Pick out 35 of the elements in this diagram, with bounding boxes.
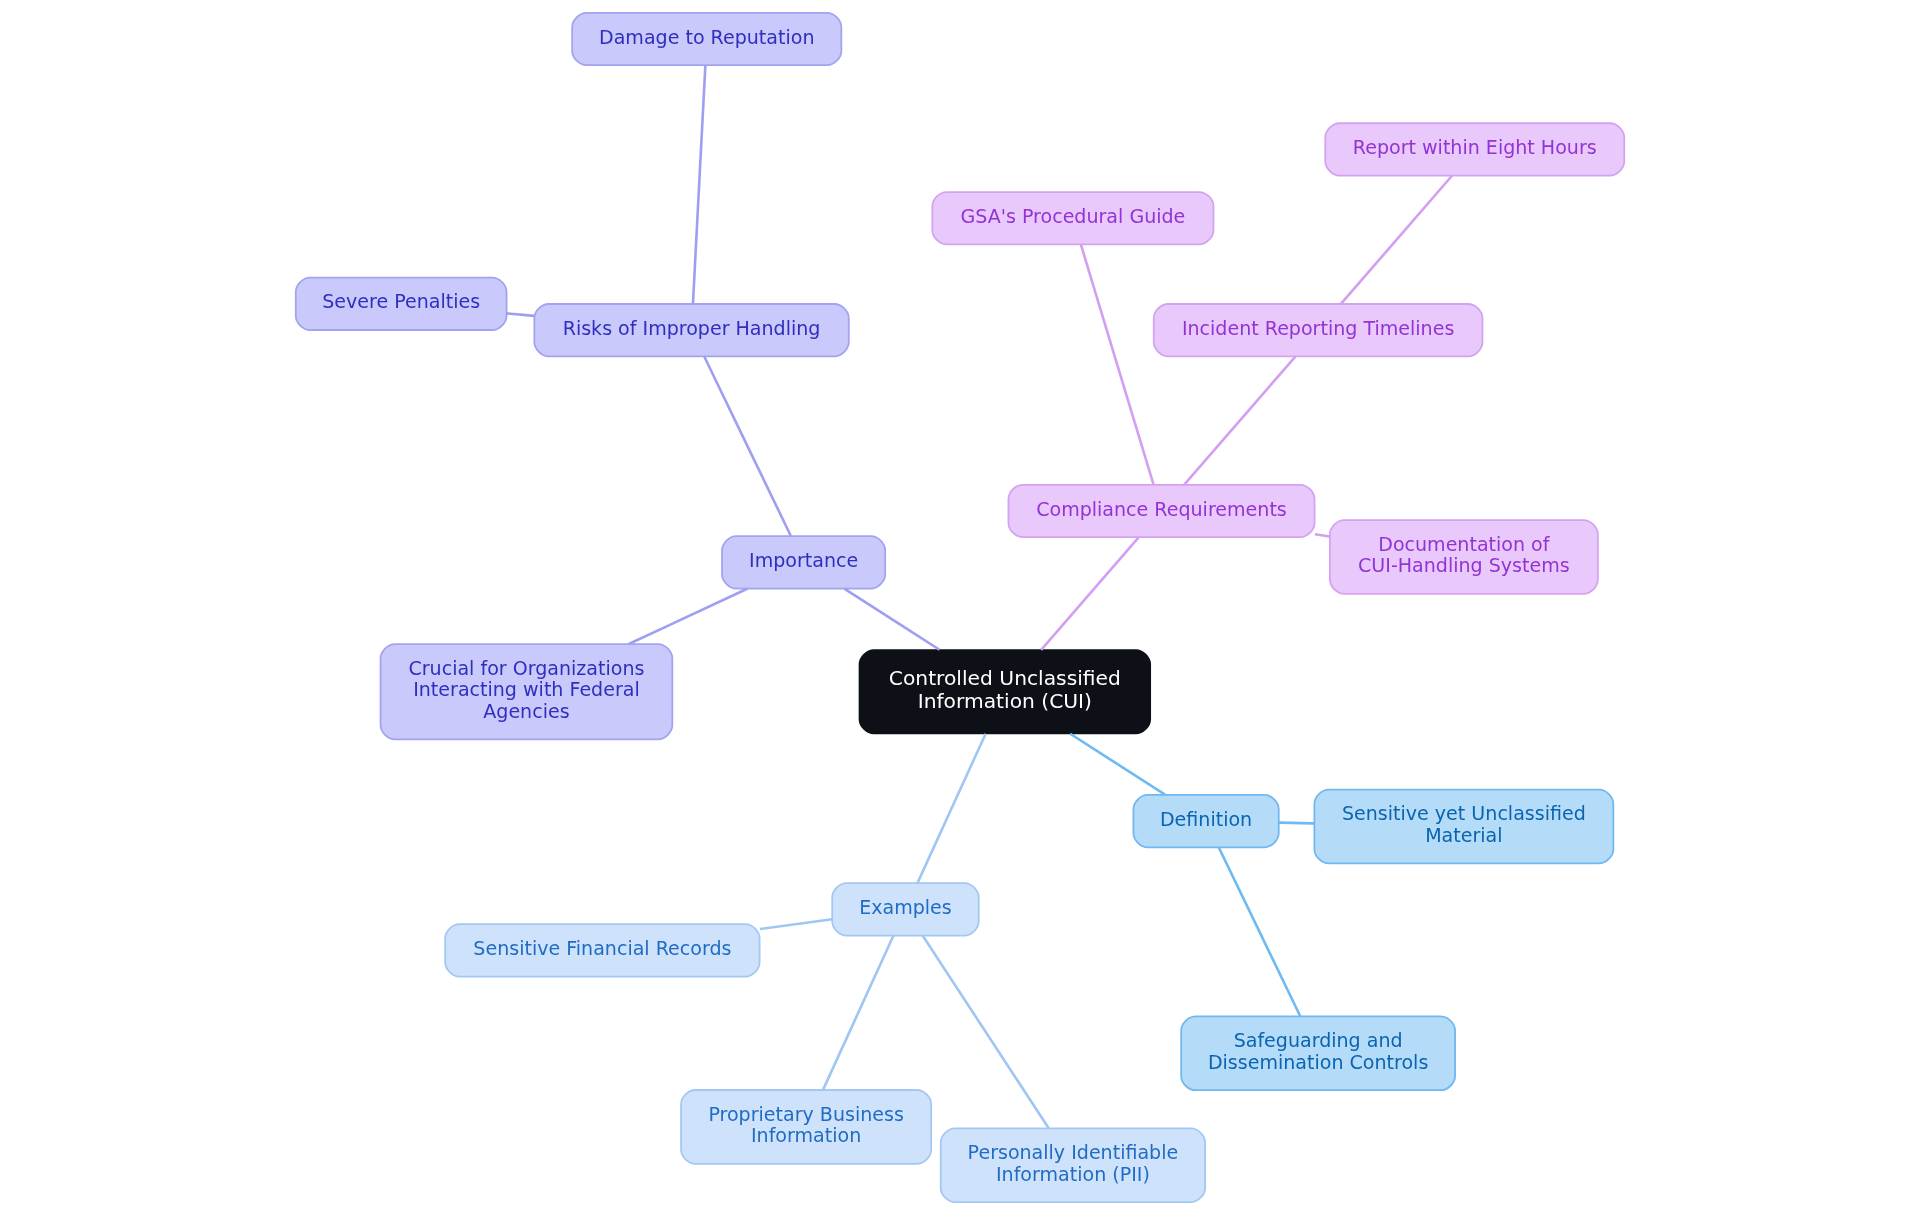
connector xyxy=(1069,732,1166,796)
connector xyxy=(759,917,833,931)
node-box: Risks of Improper Handling xyxy=(533,303,850,358)
connector xyxy=(1183,355,1297,486)
node-box: Sensitive yet Unclassified Material xyxy=(1313,788,1615,865)
node-box: Personally Identifiable Information (PII) xyxy=(939,1127,1207,1204)
node-box: Examples xyxy=(831,882,980,937)
connector xyxy=(1278,821,1315,825)
connector xyxy=(1040,536,1140,651)
node-box: Definition xyxy=(1132,793,1280,849)
connector xyxy=(1339,174,1453,305)
node-box: Importance xyxy=(721,535,887,590)
node-box: Compliance Requirements xyxy=(1007,483,1316,539)
connector xyxy=(821,935,895,1091)
connector xyxy=(1217,847,1302,1017)
node-box: GSA's Procedural Guide xyxy=(931,191,1215,246)
node-box: Crucial for Organizations Interacting with Federal Agencies xyxy=(379,643,674,741)
node-box: Severe Penalties xyxy=(294,276,508,331)
node-box: Safeguarding and Dissemination Controls xyxy=(1180,1015,1456,1092)
connector xyxy=(916,733,987,884)
connector xyxy=(703,355,792,537)
connector xyxy=(1314,533,1330,538)
node-box: Documentation of CUI-Handling Systems xyxy=(1329,519,1599,595)
node-box: Sensitive Financial Records xyxy=(444,923,761,978)
node-box: Incident Reporting Timelines xyxy=(1152,303,1484,358)
node-box: Report within Eight Hours xyxy=(1324,122,1626,177)
connector xyxy=(843,587,941,651)
connector xyxy=(628,587,748,646)
connector xyxy=(506,312,535,318)
node-box: Proprietary Business Information xyxy=(680,1089,933,1165)
connector xyxy=(921,935,1050,1130)
connector xyxy=(1079,244,1155,485)
node-box: Damage to Reputation xyxy=(571,11,843,67)
node-box: Controlled Unclassified Information (CUI) xyxy=(858,649,1152,735)
connector xyxy=(691,65,707,304)
